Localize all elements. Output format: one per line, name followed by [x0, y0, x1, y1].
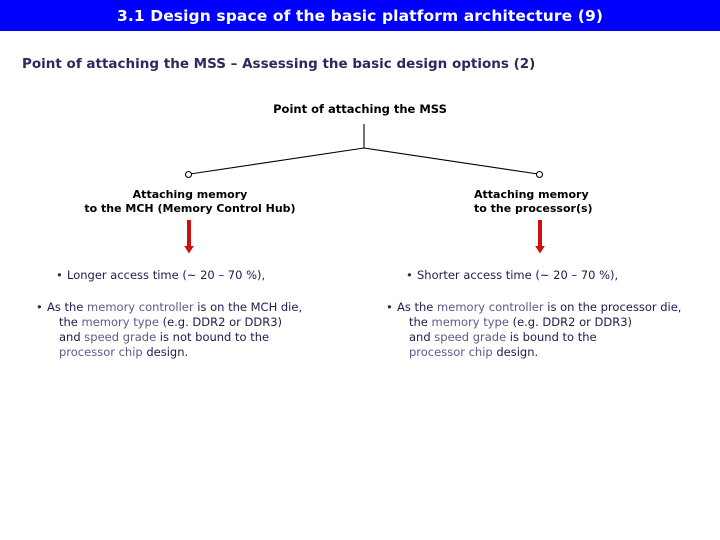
bullet-marker: •: [386, 300, 393, 314]
bullet-text: Longer access time (~ 20 – 70 %),: [67, 268, 266, 282]
slide-subtitle: Point of attaching the MSS – Assessing t…: [22, 56, 536, 72]
bullet-seg: processor chip: [409, 345, 493, 359]
branch-label-mch-line2: to the MCH (Memory Control Hub): [84, 201, 296, 215]
branch-label-processor-line1: Attaching memory: [474, 188, 589, 201]
bullet-seg: memory controller: [437, 300, 544, 314]
branch-label-processor: Attaching memory to the processor(s): [474, 188, 720, 215]
bullet-line: and speed grade is not bound to the: [47, 330, 366, 345]
bullet-seg: speed grade: [434, 330, 507, 344]
bullet-seg: is bound to the: [506, 330, 597, 344]
bullet-seg: (e.g. DDR2 or DDR3): [158, 315, 283, 329]
tree-endpoint-right-circle: [535, 170, 544, 179]
bullet-seg: is on the processor die,: [543, 300, 682, 314]
list-item: • As the memory controller is on the pro…: [386, 300, 720, 360]
list-item: • As the memory controller is on the MCH…: [36, 300, 366, 360]
bullet-seg: memory type: [431, 315, 509, 329]
bullet-seg: processor chip: [59, 345, 143, 359]
bullet-seg: (e.g. DDR2 or DDR3): [508, 315, 633, 329]
slide-title-bar: 3.1 Design space of the basic platform a…: [0, 0, 720, 31]
tree-root-label: Point of attaching the MSS: [273, 102, 447, 116]
bullet-column-mch: • Longer access time (~ 20 – 70 %), • As…: [36, 268, 366, 360]
bullet-text: Shorter access time (~ 20 – 70 %),: [417, 268, 619, 282]
list-item: • Shorter access time (~ 20 – 70 %),: [406, 268, 720, 283]
bullet-seg: memory controller: [87, 300, 194, 314]
bullet-line: processor chip design.: [47, 345, 366, 360]
list-item: • Longer access time (~ 20 – 70 %),: [56, 268, 366, 283]
bullet-line: the memory type (e.g. DDR2 or DDR3): [47, 315, 366, 330]
branch-label-mch-line1: Attaching memory: [132, 188, 248, 201]
tree-branch-left-line: [189, 147, 365, 175]
bullet-seg: design.: [142, 345, 189, 359]
bullet-seg: design.: [492, 345, 539, 359]
bullet-column-processor: • Shorter access time (~ 20 – 70 %), • A…: [386, 268, 720, 360]
bullet-line: and speed grade is bound to the: [397, 330, 720, 345]
bullet-marker: •: [56, 268, 63, 282]
bullet-marker: •: [406, 268, 413, 282]
bullet-seg: and: [409, 330, 435, 344]
bullet-seg: is not bound to the: [156, 330, 270, 344]
bullet-text: As the memory controller is on the proce…: [397, 300, 720, 360]
tree-branch-right-line: [363, 147, 539, 175]
branch-label-mch: Attaching memory to the MCH (Memory Cont…: [40, 188, 340, 215]
tree-endpoint-left-circle: [184, 170, 193, 179]
bullet-line: processor chip design.: [397, 345, 720, 360]
branch-label-processor-line2: to the processor(s): [474, 201, 593, 215]
bullet-seg: speed grade: [84, 330, 157, 344]
bullet-seg: the: [59, 315, 82, 329]
page-title: 3.1 Design space of the basic platform a…: [116, 6, 604, 25]
bullet-line: the memory type (e.g. DDR2 or DDR3): [397, 315, 720, 330]
down-arrow-icon: [184, 220, 194, 254]
bullet-text: As the memory controller is on the MCH d…: [47, 300, 366, 360]
bullet-seg: and: [59, 330, 85, 344]
bullet-seg: As the: [397, 300, 438, 314]
down-arrow-icon: [535, 220, 545, 254]
bullet-seg: is on the MCH die,: [193, 300, 303, 314]
bullet-seg: As the: [47, 300, 88, 314]
bullet-seg: memory type: [81, 315, 159, 329]
bullet-seg: the: [409, 315, 432, 329]
bullet-marker: •: [36, 300, 43, 314]
